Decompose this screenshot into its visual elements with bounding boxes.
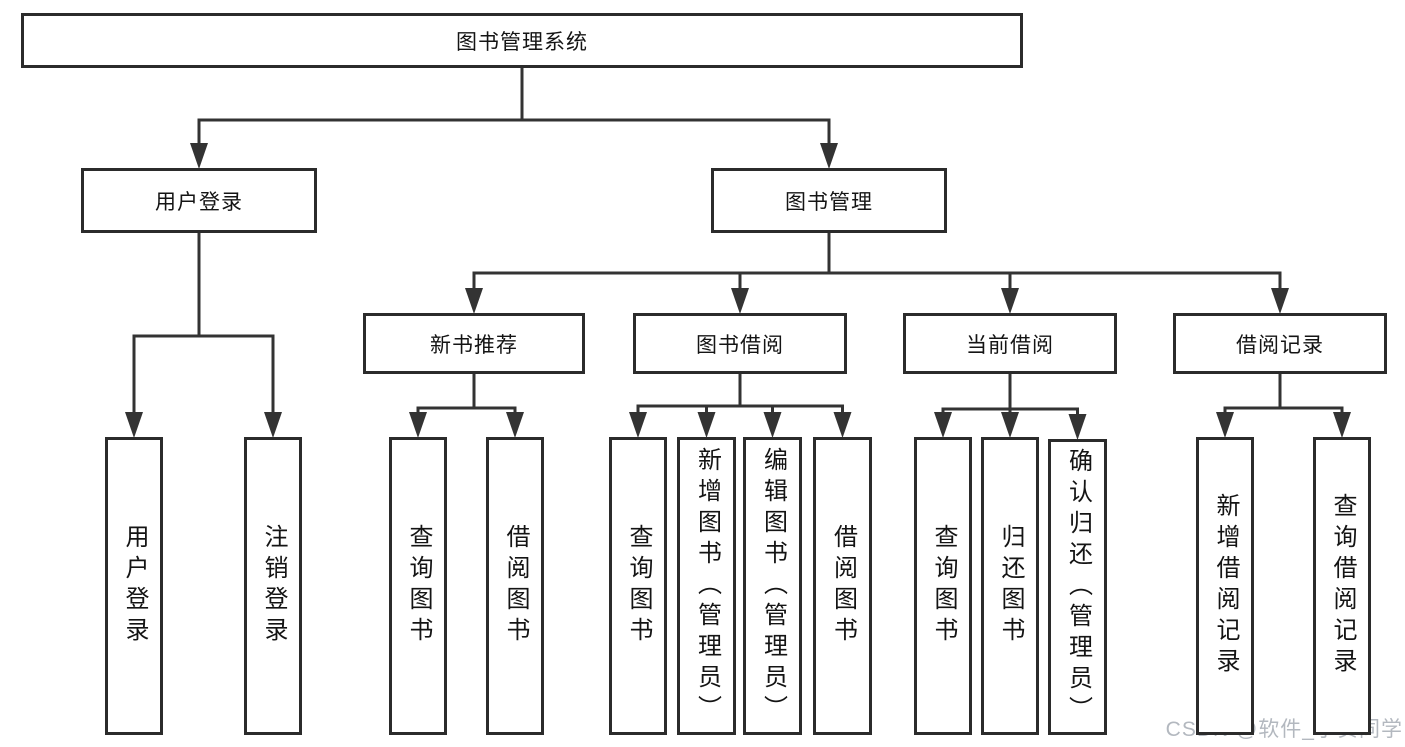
node-current-borrow: 当前借阅 <box>903 313 1117 374</box>
arrowhead-icon <box>190 143 208 169</box>
node-label-new-book-recommend: 新书推荐 <box>430 333 518 357</box>
arrowhead-icon <box>934 412 952 438</box>
node-confirm-return-admin: 确认归还（管理员） <box>1048 439 1107 735</box>
node-label-edit-books-admin: 编辑图书（管理员） <box>759 446 787 726</box>
arrowhead-icon <box>629 412 647 438</box>
node-borrow-books-borrow: 借阅图书 <box>813 437 872 735</box>
arrowhead-icon <box>506 412 524 438</box>
node-new-book-recommend: 新书推荐 <box>363 313 585 374</box>
node-user-login: 用户登录 <box>81 168 317 233</box>
arrowhead-icon <box>264 412 282 438</box>
node-book-borrow: 图书借阅 <box>633 313 847 374</box>
node-add-books-admin: 新增图书（管理员） <box>677 437 736 735</box>
node-query-books-borrow: 查询图书 <box>609 437 667 735</box>
node-label-user-login-action: 用户登录 <box>121 524 148 648</box>
node-borrow-books-recommend: 借阅图书 <box>486 437 544 735</box>
arrowhead-icon <box>125 412 143 438</box>
node-query-books-recommend: 查询图书 <box>389 437 447 735</box>
arrowhead-icon <box>833 412 852 438</box>
node-user-login-action: 用户登录 <box>105 437 163 735</box>
arrowhead-icon <box>1333 412 1351 438</box>
node-label-query-books-borrow: 查询图书 <box>625 524 652 648</box>
arrowhead-icon <box>1068 414 1087 440</box>
node-return-books: 归还图书 <box>981 437 1039 735</box>
arrowhead-icon <box>1001 288 1019 314</box>
node-label-borrow-records: 借阅记录 <box>1236 333 1324 357</box>
node-label-book-management: 图书管理 <box>785 190 873 214</box>
node-label-current-borrow: 当前借阅 <box>966 333 1054 357</box>
arrowhead-icon <box>697 412 716 438</box>
node-borrow-records: 借阅记录 <box>1173 313 1387 374</box>
node-label-book-borrow: 图书借阅 <box>696 333 784 357</box>
node-logout-action: 注销登录 <box>244 437 302 735</box>
node-label-root: 图书管理系统 <box>456 30 588 54</box>
node-query-borrow-record: 查询借阅记录 <box>1313 437 1371 735</box>
node-label-query-books-recommend: 查询图书 <box>405 524 432 648</box>
node-query-books-current: 查询图书 <box>914 437 972 735</box>
node-label-user-login: 用户登录 <box>155 190 243 214</box>
arrowhead-icon <box>820 143 838 169</box>
arrowhead-icon <box>1271 288 1289 314</box>
arrowhead-icon <box>409 412 427 438</box>
node-edit-books-admin: 编辑图书（管理员） <box>743 437 802 735</box>
arrowhead-icon <box>465 288 483 314</box>
node-label-logout-action: 注销登录 <box>260 524 287 648</box>
node-book-management: 图书管理 <box>711 168 947 233</box>
node-label-add-borrow-record: 新增借阅记录 <box>1212 493 1239 679</box>
arrowhead-icon <box>763 412 782 438</box>
node-label-confirm-return-admin: 确认归还（管理员） <box>1064 447 1092 727</box>
node-label-borrow-books-recommend: 借阅图书 <box>502 524 529 648</box>
node-label-query-borrow-record: 查询借阅记录 <box>1329 493 1356 679</box>
arrowhead-icon <box>1001 412 1019 438</box>
node-label-query-books-current: 查询图书 <box>930 524 957 648</box>
node-label-return-books: 归还图书 <box>997 524 1024 648</box>
node-add-borrow-record: 新增借阅记录 <box>1196 437 1254 735</box>
node-label-add-books-admin: 新增图书（管理员） <box>693 446 721 726</box>
node-root: 图书管理系统 <box>21 13 1023 68</box>
arrowhead-icon <box>1216 412 1234 438</box>
arrowhead-icon <box>731 288 749 314</box>
node-label-borrow-books-borrow: 借阅图书 <box>829 524 857 648</box>
